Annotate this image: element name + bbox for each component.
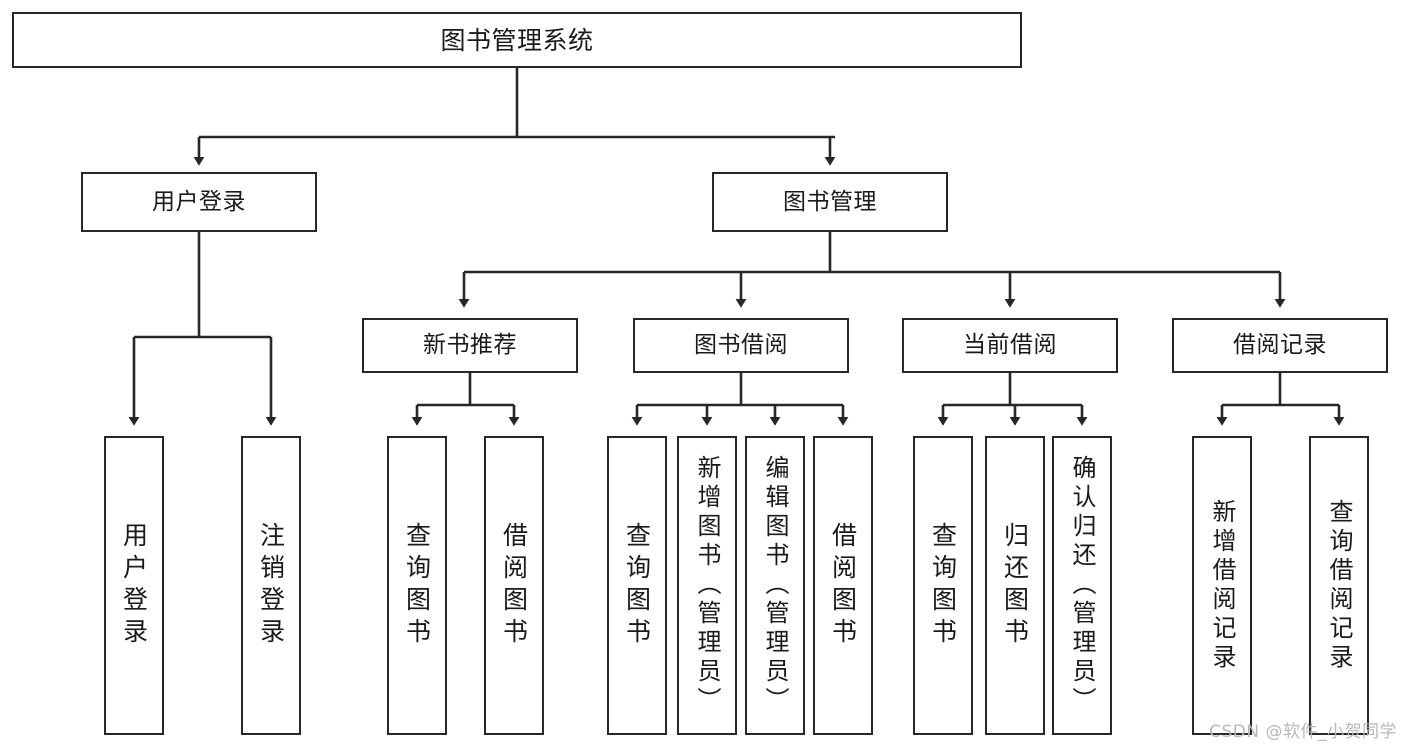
node-leaf-user-login[interactable]: 用户登录 bbox=[104, 436, 164, 735]
node-label: 新书推荐 bbox=[423, 332, 517, 358]
node-leaf-query-book-3[interactable]: 查询图书 bbox=[913, 436, 973, 735]
node-leaf-borrow-book-2[interactable]: 借阅图书 bbox=[813, 436, 873, 735]
node-leaf-return-book[interactable]: 归还图书 bbox=[985, 436, 1045, 735]
node-leaf-query-record[interactable]: 查询借阅记录 bbox=[1309, 436, 1369, 735]
node-label: 查询借阅记录 bbox=[1325, 498, 1353, 673]
node-leaf-add-book[interactable]: 新增图书（管理员） bbox=[677, 436, 737, 735]
node-label: 注销登录 bbox=[256, 521, 286, 650]
node-label: 用户登录 bbox=[119, 521, 149, 650]
node-label: 新增借阅记录 bbox=[1208, 498, 1236, 673]
node-label: 图书管理系统 bbox=[440, 25, 594, 55]
node-leaf-edit-book[interactable]: 编辑图书（管理员） bbox=[745, 436, 805, 735]
node-leaf-borrow-book-1[interactable]: 借阅图书 bbox=[484, 436, 544, 735]
node-leaf-confirm-return[interactable]: 确认归还（管理员） bbox=[1052, 436, 1112, 735]
node-label: 查询图书 bbox=[622, 521, 652, 650]
node-label: 图书管理 bbox=[783, 188, 877, 215]
node-label: 编辑图书（管理员） bbox=[761, 455, 789, 716]
node-label: 借阅图书 bbox=[828, 521, 858, 650]
node-leaf-logout[interactable]: 注销登录 bbox=[241, 436, 301, 735]
node-label: 查询图书 bbox=[928, 521, 958, 650]
node-borrow-record[interactable]: 借阅记录 bbox=[1172, 318, 1388, 373]
node-label: 归还图书 bbox=[1000, 521, 1030, 650]
node-label: 查询图书 bbox=[402, 521, 432, 650]
node-label: 图书借阅 bbox=[694, 332, 788, 358]
node-book-borrow[interactable]: 图书借阅 bbox=[633, 318, 849, 373]
node-label: 借阅图书 bbox=[499, 521, 529, 650]
node-label: 确认归还（管理员） bbox=[1068, 455, 1096, 716]
node-new-book-recommend[interactable]: 新书推荐 bbox=[362, 318, 578, 373]
node-label: 借阅记录 bbox=[1233, 332, 1327, 358]
node-label: 用户登录 bbox=[152, 188, 246, 215]
node-leaf-query-book-2[interactable]: 查询图书 bbox=[607, 436, 667, 735]
node-leaf-query-book-1[interactable]: 查询图书 bbox=[387, 436, 447, 735]
node-current-borrow[interactable]: 当前借阅 bbox=[902, 318, 1118, 373]
node-label: 当前借阅 bbox=[963, 332, 1057, 358]
node-leaf-add-record[interactable]: 新增借阅记录 bbox=[1192, 436, 1252, 735]
node-book-manage[interactable]: 图书管理 bbox=[712, 172, 948, 232]
node-user-login[interactable]: 用户登录 bbox=[81, 172, 317, 232]
node-root-图书管理系统[interactable]: 图书管理系统 bbox=[12, 12, 1022, 68]
node-label: 新增图书（管理员） bbox=[693, 455, 721, 716]
